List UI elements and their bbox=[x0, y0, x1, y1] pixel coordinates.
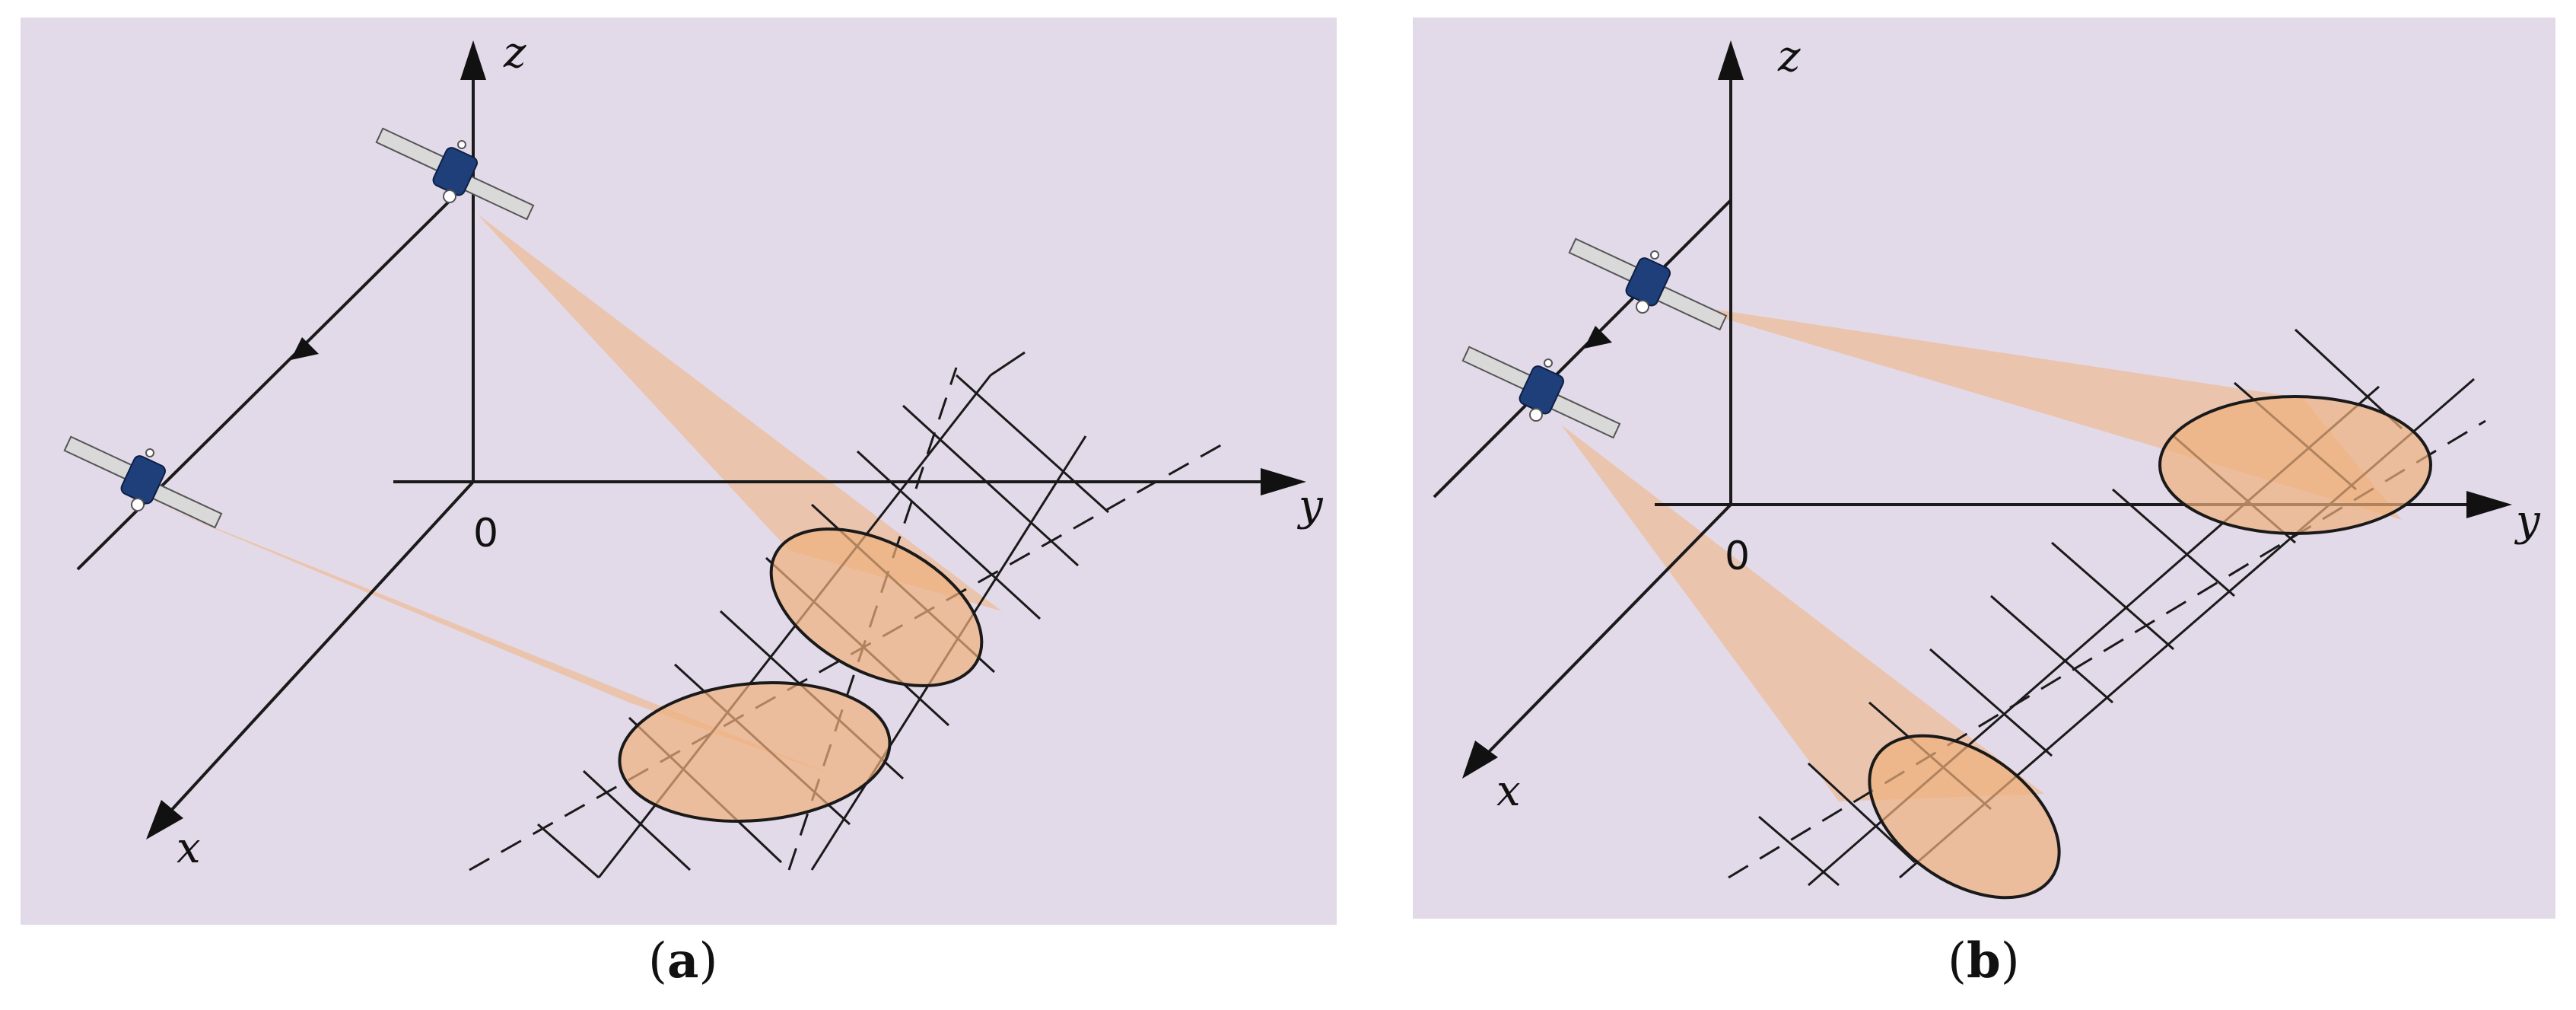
x-axis bbox=[1484, 503, 1732, 757]
footprint-1 bbox=[2158, 395, 2432, 535]
z-axis-label: z bbox=[503, 28, 526, 78]
orbit-line bbox=[1433, 199, 1732, 499]
orbit-line bbox=[76, 195, 456, 571]
axes bbox=[146, 40, 1306, 840]
caption-open: ( bbox=[1948, 933, 1967, 989]
y-axis-label: y bbox=[1296, 481, 1324, 530]
footprint-2 bbox=[1868, 734, 2061, 900]
footprint-1 bbox=[769, 527, 984, 687]
caption-close: ) bbox=[698, 933, 718, 989]
y-axis-label: y bbox=[2514, 496, 2541, 546]
y-arrow bbox=[1261, 468, 1306, 495]
caption-close: ) bbox=[2000, 933, 2020, 989]
caption-b: (b) bbox=[1948, 932, 2020, 989]
orbit-arrow bbox=[1584, 326, 1612, 349]
x-axis-label: x bbox=[177, 824, 201, 873]
y-arrow bbox=[2466, 491, 2512, 518]
satellite-icon bbox=[1461, 346, 1621, 439]
caption-a: (a) bbox=[648, 932, 717, 989]
caption-letter: a bbox=[666, 932, 699, 989]
beam-1 bbox=[477, 214, 1002, 611]
x-arrow bbox=[1462, 741, 1498, 779]
x-arrow bbox=[146, 800, 183, 840]
origin-label: 0 bbox=[1725, 534, 1750, 579]
diagram-b: z y x 0 bbox=[1433, 32, 2541, 900]
z-arrow bbox=[1718, 40, 1744, 80]
z-arrow bbox=[460, 40, 486, 80]
caption-letter: b bbox=[1966, 932, 2001, 989]
x-axis-label: x bbox=[1496, 766, 1521, 816]
orbit-arrow bbox=[291, 337, 319, 360]
origin-label: 0 bbox=[473, 511, 498, 556]
caption-open: ( bbox=[648, 933, 667, 989]
x-axis bbox=[167, 480, 475, 814]
satellite-icon bbox=[375, 127, 535, 221]
panel-b: z y x 0 bbox=[1413, 18, 2555, 919]
diagram-a: z y x 0 bbox=[63, 28, 1324, 879]
panel-a: z y x 0 bbox=[21, 18, 1337, 925]
beam-2 bbox=[1561, 425, 2044, 801]
footprint-2 bbox=[618, 681, 892, 823]
z-axis-label: z bbox=[1777, 32, 1801, 81]
satellite-icon bbox=[1568, 237, 1728, 331]
